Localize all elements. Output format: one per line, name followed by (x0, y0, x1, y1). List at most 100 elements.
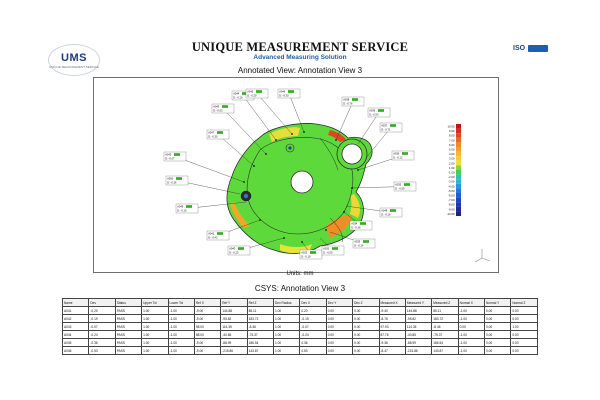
color-scale-swatch (456, 211, 461, 216)
table-cell: 1.00 (141, 314, 169, 323)
table-cell: -0.20 (88, 306, 116, 315)
table-cell: -215.86 (404, 346, 433, 355)
status-tag-icon (310, 251, 316, 254)
column-header: Status (114, 298, 143, 307)
color-scale-swatch (456, 128, 461, 134)
table-cell: 0.36 (299, 338, 327, 347)
annotation-leader-line (288, 93, 305, 133)
color-scale-swatch (456, 170, 461, 175)
table-cell: PASS (114, 306, 143, 315)
table-cell: 1.00 (510, 322, 538, 331)
table-cell: -215.86 (220, 346, 248, 355)
table-cell: 1.00 (272, 338, 301, 347)
color-scale-swatch (456, 174, 461, 180)
color-scale-value: -9.00 (448, 207, 455, 211)
annotation-box (391, 150, 415, 161)
annotation-deviation: D: -0.29 (247, 94, 257, 98)
color-scale-value: -6.00 (448, 194, 455, 198)
deviation-patch-yellow-top (269, 127, 300, 142)
annotation-box (379, 207, 403, 218)
color-scale-value: 5.00 (449, 148, 455, 152)
table-cell: 1.00 (141, 322, 169, 331)
annotation-id: A043 (213, 105, 220, 109)
status-tag-icon (404, 183, 410, 186)
table-cell: -40.85 (404, 330, 433, 339)
table-cell: 0.00 (483, 338, 512, 347)
annotation-id: A045 (247, 90, 254, 94)
table-cell: -9.00 (193, 306, 222, 315)
part-rib-lower (329, 217, 343, 243)
annotation-leaders (174, 93, 406, 255)
annotation-deviation: D: -0.24 (354, 244, 364, 248)
certification-badge-icon (528, 45, 548, 52)
annotation-box (245, 88, 269, 99)
annotation-id: A033 (354, 240, 361, 244)
table-cell: 114.35 (404, 322, 433, 331)
annotation-leader-line (174, 156, 245, 183)
status-tag-icon (238, 247, 244, 250)
color-scale-value: -7.00 (448, 198, 455, 202)
color-scale-value: -3.00 (448, 180, 455, 184)
annotation-box (352, 238, 376, 249)
table-cell: 0.00 (483, 322, 512, 331)
annotation-id: A044 (233, 92, 240, 96)
annotation-deviation: D: -0.19 (301, 255, 311, 259)
deviation-patch-yellow-right (350, 194, 361, 218)
annotation-box (211, 103, 235, 114)
color-scale-value: 4.00 (449, 152, 455, 156)
annotation-box (206, 129, 230, 140)
table-cell: -0.53 (88, 346, 116, 355)
column-header: Measured Z (431, 298, 459, 307)
table-cell: PASS (114, 322, 143, 331)
table-cell: -0.19 (299, 314, 327, 323)
status-tag-icon (217, 131, 223, 134)
table-cell: -1.00 (167, 322, 195, 331)
table-cell: 0.00 (483, 306, 512, 315)
table-cell: -75.37 (246, 330, 275, 339)
annotation-id: A036 (393, 152, 400, 156)
table-cell: -8.76 (378, 314, 406, 323)
status-tag-icon (363, 240, 369, 243)
status-tag-icon (332, 247, 338, 250)
table-cell: 114.35 (220, 322, 248, 331)
column-header: Upper Tol (141, 298, 169, 307)
color-scale-value: 8.00 (449, 134, 455, 138)
table-cell: 0.00 (510, 338, 538, 347)
table-cell: 98.00 (193, 322, 222, 331)
table-cell: 0.53 (299, 346, 327, 355)
annotation-deviation: D: -0.12 (393, 156, 403, 160)
table-cell: -9.00 (193, 314, 222, 323)
table-cell: PASS (114, 314, 143, 323)
column-header: Dev X (299, 298, 327, 307)
status-tag-icon (288, 90, 294, 93)
deviation-patch-orange-bottomright (326, 215, 352, 238)
annotation-id: A047 (208, 131, 215, 135)
annotation-deviation: D: -0.15 (233, 96, 243, 100)
table-cell: -0.36 (88, 338, 116, 347)
table-cell: 0.20 (299, 306, 327, 315)
color-scale-swatch (456, 206, 461, 212)
table-cell: -0.07 (299, 322, 327, 331)
table-cell: 0.00 (510, 330, 538, 339)
annotation-id: A035 (395, 183, 402, 187)
table-cell: 0.00 (325, 306, 354, 315)
deviation-patch-red-top (328, 130, 346, 142)
annotation-deviation: D: -0.25 (229, 251, 239, 255)
color-scale-swatch (456, 124, 461, 129)
table-cell: PASS (114, 330, 143, 339)
annotation-id: A031 (323, 247, 330, 251)
table-cell: 0.00 (325, 314, 354, 323)
annotation-deviation: D: -0.07 (165, 157, 175, 161)
table-cell: 0.00 (457, 322, 486, 331)
